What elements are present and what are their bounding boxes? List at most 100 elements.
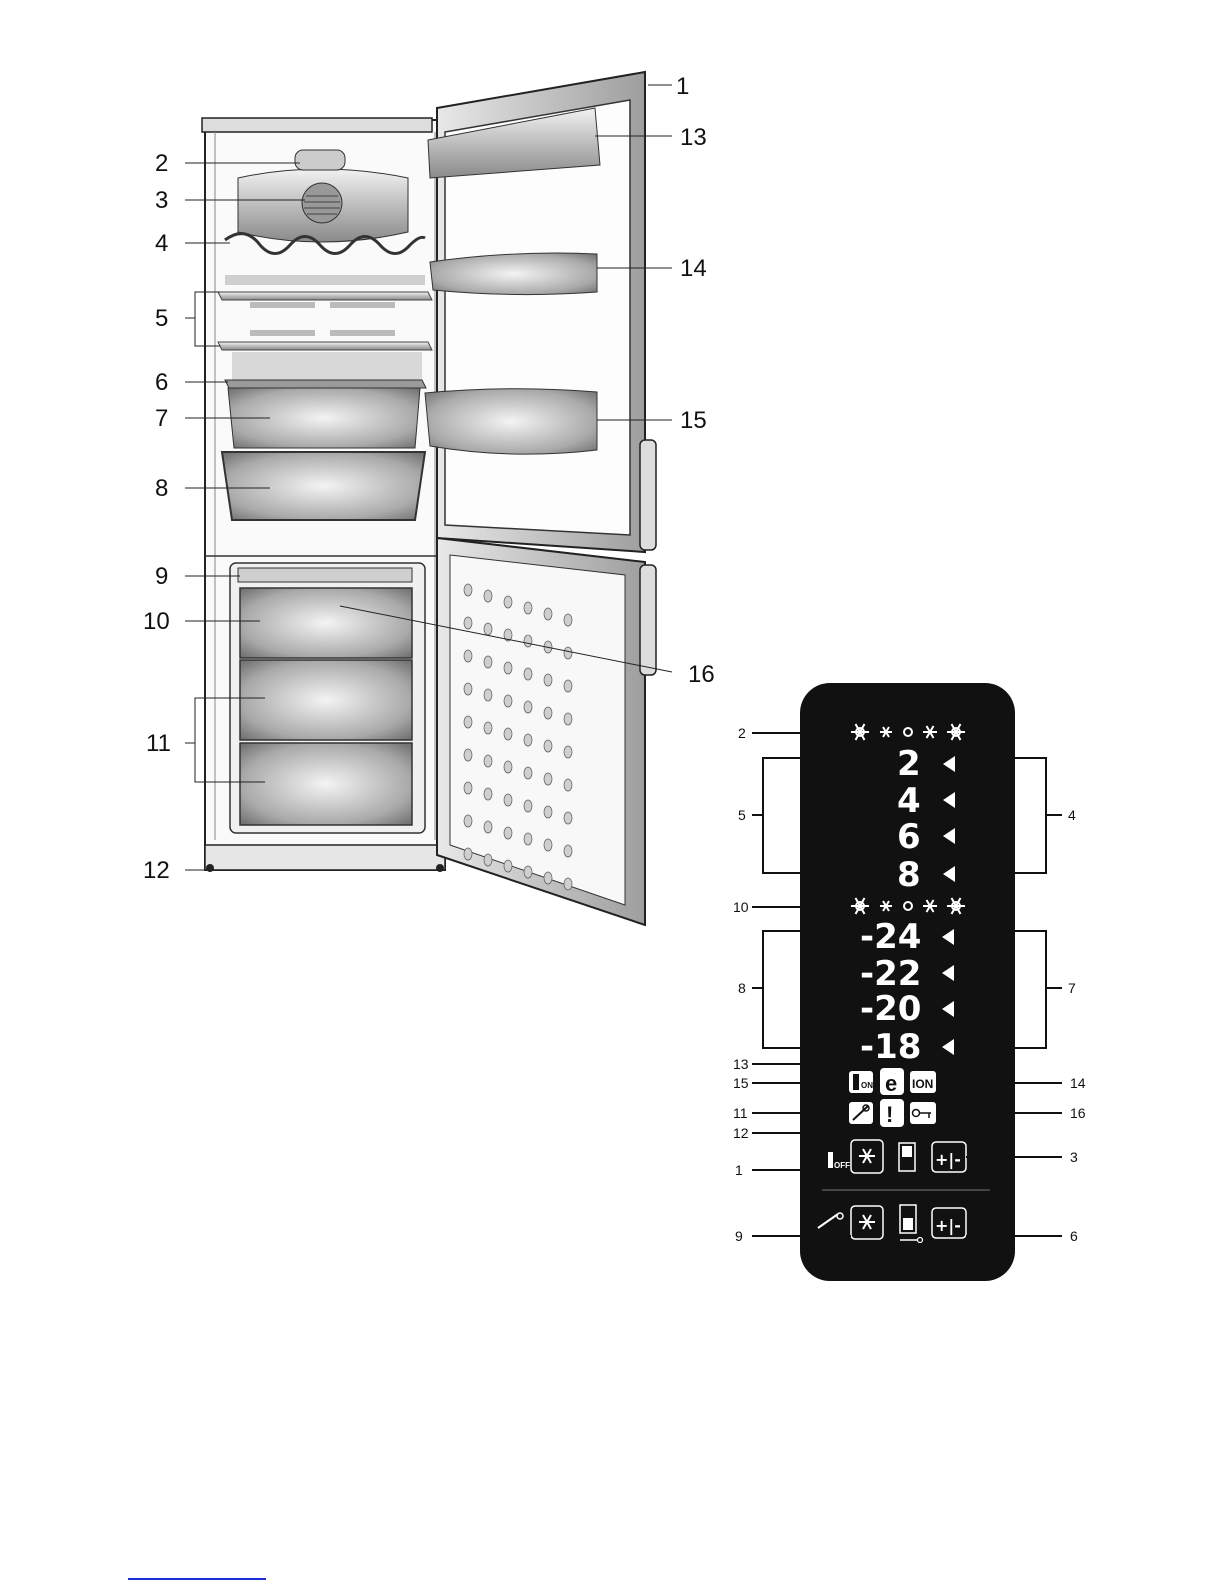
door-bottle-shelf <box>425 389 597 454</box>
door-dimple <box>544 707 552 719</box>
panel-callout-16: 16 <box>1070 1105 1086 1121</box>
page-footer-link-line <box>128 1578 266 1580</box>
door-dimple <box>564 779 572 791</box>
door-dimple <box>564 680 572 692</box>
door-dimple <box>564 812 572 824</box>
alarm-icon: ! <box>880 1099 904 1127</box>
key-lock-icon <box>910 1102 936 1124</box>
fridge-door-handle <box>640 440 656 550</box>
freezer-temp-24: -24 <box>860 917 921 957</box>
fridge-compartment-icon <box>899 1143 915 1171</box>
door-dimple <box>544 608 552 620</box>
door-dimple <box>524 800 532 812</box>
door-dimple <box>544 674 552 686</box>
freezer-flap <box>238 568 412 582</box>
fridge-callout-10: 10 <box>143 608 170 635</box>
panel-callout-6: 6 <box>1070 1228 1078 1244</box>
door-dimple <box>484 590 492 602</box>
door-dimple <box>524 866 532 878</box>
svg-text:ON: ON <box>861 1081 873 1090</box>
panel-callout-15: 15 <box>733 1075 749 1091</box>
door-dimple <box>564 746 572 758</box>
svg-text:e: e <box>885 1071 897 1096</box>
glass-shelf-2 <box>218 342 432 350</box>
fridge-callout-8: 8 <box>155 475 168 502</box>
freezer-temp-22: -22 <box>860 954 921 994</box>
freezer-drawer-1 <box>240 588 412 658</box>
fridge-callout-15: 15 <box>680 407 707 434</box>
panel-callout-13: 13 <box>733 1056 749 1072</box>
panel-callout-1: 1 <box>735 1162 743 1178</box>
door-dimple <box>564 647 572 659</box>
door-dimple <box>544 872 552 884</box>
freezer-temp-18: -18 <box>860 1027 921 1067</box>
fridge-callout-3: 3 <box>155 187 168 214</box>
freezer-snowflake-button[interactable] <box>851 1206 883 1239</box>
glass-shelf-1 <box>218 292 432 300</box>
cabinet-plinth <box>205 845 445 870</box>
door-dimple <box>564 845 572 857</box>
fridge-callout-14: 14 <box>680 255 707 282</box>
fast-freeze-icon <box>849 1102 873 1124</box>
svg-text:+|-: +|- <box>935 1216 961 1236</box>
door-dimple <box>504 761 512 773</box>
door-dimple <box>464 617 472 629</box>
fridge-callout-7: 7 <box>155 405 168 432</box>
door-dimple <box>504 728 512 740</box>
door-dimple <box>564 878 572 890</box>
door-dimple <box>504 827 512 839</box>
door-dimple <box>524 833 532 845</box>
holiday-mode-icon: ON <box>849 1071 873 1093</box>
panel-callout-5: 5 <box>738 807 746 823</box>
door-dimple <box>564 713 572 725</box>
fridge-snowflake-button[interactable] <box>851 1140 883 1173</box>
panel-callout-8: 8 <box>738 980 746 996</box>
fan-grille <box>302 183 342 223</box>
panel-callout-14: 14 <box>1070 1075 1086 1091</box>
svg-text:!: ! <box>886 1102 893 1127</box>
fridge-callout-16: 16 <box>688 661 715 688</box>
door-dimple <box>484 821 492 833</box>
eco-icon: e <box>880 1068 904 1096</box>
door-dimple <box>464 683 472 695</box>
fridge-callout-5: 5 <box>155 305 168 332</box>
door-dimple <box>464 584 472 596</box>
door-dimple <box>464 782 472 794</box>
fridge-callout-6: 6 <box>155 369 168 396</box>
panel-callout-10: 10 <box>733 899 749 915</box>
door-dimple <box>504 860 512 872</box>
door-dimple <box>564 614 572 626</box>
fridge-callout-4: 4 <box>155 230 168 257</box>
panel-callout-9: 9 <box>735 1228 743 1244</box>
door-dimple <box>544 806 552 818</box>
door-dimple <box>504 596 512 608</box>
fridge-temp-6: 6 <box>897 817 921 857</box>
freezer-drawer-2 <box>240 660 412 740</box>
ion-icon: ION <box>910 1071 936 1093</box>
svg-text:+|-: +|- <box>935 1150 961 1170</box>
fridge-callout-1: 1 <box>676 73 689 100</box>
door-dimple <box>504 794 512 806</box>
crisper-cover <box>225 380 426 388</box>
door-dimple <box>524 767 532 779</box>
panel-callout-4: 4 <box>1068 807 1076 823</box>
freezer-drawer-3 <box>240 743 412 825</box>
panel-callout-3: 3 <box>1070 1149 1078 1165</box>
door-dimple <box>544 740 552 752</box>
svg-text:OFF: OFF <box>834 1161 850 1170</box>
fridge-plus-minus-button[interactable]: +|- <box>932 1142 966 1172</box>
freezer-plus-minus-button[interactable]: +|- <box>932 1208 966 1238</box>
door-dimple <box>544 773 552 785</box>
fridge-temp-4: 4 <box>897 781 921 821</box>
fridge-callout-9: 9 <box>155 563 168 590</box>
fridge-temp-8: 8 <box>897 855 921 895</box>
panel-callout-11: 11 <box>733 1105 748 1121</box>
door-dimple <box>464 650 472 662</box>
control-panel: 2 4 6 8 -24 -22 -20 -18 ON <box>800 683 1015 1281</box>
door-dimple <box>464 716 472 728</box>
door-dimple <box>524 635 532 647</box>
panel-callout-12: 12 <box>733 1125 749 1141</box>
door-dimple <box>504 695 512 707</box>
door-dimple <box>484 854 492 866</box>
door-dimple <box>524 668 532 680</box>
